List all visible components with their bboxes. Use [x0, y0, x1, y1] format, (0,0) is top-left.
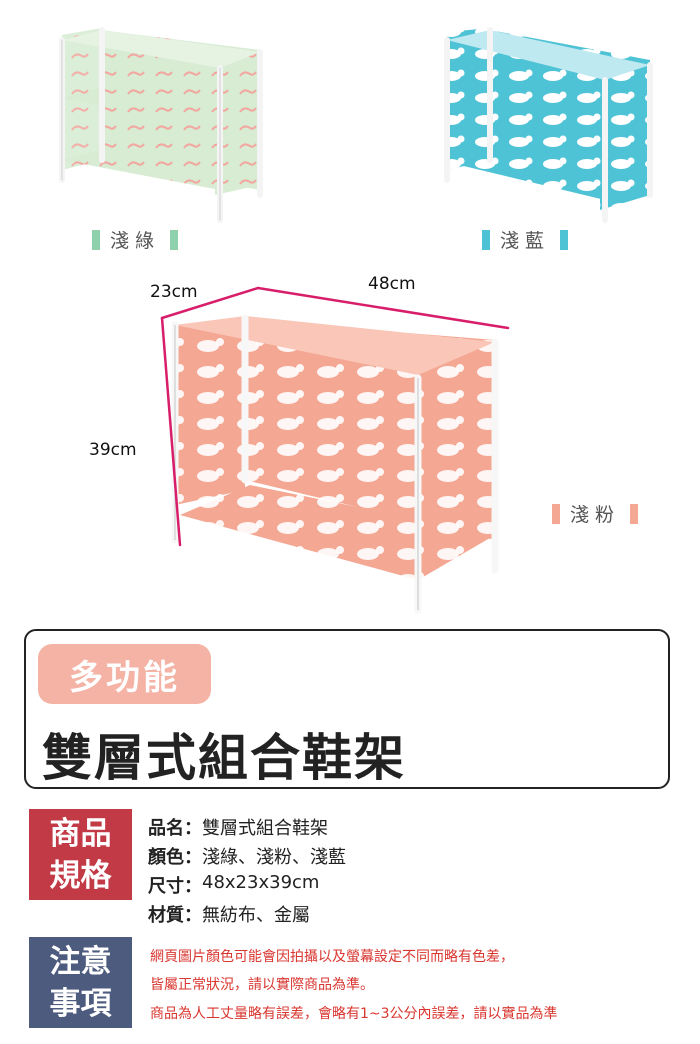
variant-label-bar [552, 503, 560, 524]
notice-line: 商品為人工丈量略有誤差，會略有1~3公分內誤差，請以實品為準 [150, 1006, 558, 1022]
variant-label-bar [482, 229, 490, 250]
spec-block: 商品 規格 [29, 809, 132, 900]
product-title: 雙層式組合鞋架 [42, 729, 406, 787]
spec-row-material: 材質：無紡布、金屬 [148, 901, 310, 927]
spec-value: 無紡布、金屬 [202, 905, 310, 926]
spec-block-line: 商品 [49, 815, 112, 852]
notice-line: 皆屬正常狀況，請以實際商品為準。 [150, 977, 374, 993]
spec-value: 48x23x39cm [202, 872, 320, 893]
dimension-depth-label: 23cm [150, 282, 198, 302]
dimension-height-label: 39cm [89, 440, 137, 460]
variant-label-bar [630, 503, 639, 524]
notice-line: 網頁圖片顏色可能會因拍攝以及螢幕設定不同而略有色差， [150, 949, 514, 965]
green-shoe-rack-image [59, 27, 263, 223]
spec-separator: ： [184, 905, 202, 926]
variant-label-bar [92, 229, 100, 250]
variant-label-pink: 淺粉 [552, 500, 639, 527]
spec-row-color: 顏色：淺綠、淺粉、淺藍 [148, 843, 346, 869]
spec-separator: ： [184, 876, 202, 897]
notice-block-line: 事項 [49, 985, 112, 1022]
variant-label-text: 淺綠 [110, 230, 161, 252]
variant-label-green: 淺綠 [92, 226, 179, 253]
spec-row-name: 品名：雙層式組合鞋架 [148, 814, 328, 840]
spec-value: 雙層式組合鞋架 [202, 818, 328, 839]
spec-row-size: 尺寸：48x23x39cm [148, 872, 319, 898]
variant-label-bar [560, 229, 569, 250]
title-panel [24, 629, 670, 789]
spec-key: 品名 [148, 818, 184, 839]
variant-label-text: 淺藍 [500, 230, 551, 252]
spec-key: 顏色 [148, 847, 184, 868]
spec-separator: ： [184, 847, 202, 868]
spec-value: 淺綠、淺粉、淺藍 [202, 847, 346, 868]
multifunction-badge: 多功能 [38, 644, 211, 704]
pink-shoe-rack-image [160, 286, 510, 614]
dimension-width-label: 48cm [368, 274, 416, 294]
spec-block-line: 規格 [49, 857, 112, 894]
spec-key: 材質 [148, 905, 184, 926]
variant-label-blue: 淺藍 [482, 226, 569, 253]
notice-block-line: 注意 [49, 943, 112, 980]
spec-key: 尺寸 [148, 876, 184, 897]
blue-shoe-rack-image [444, 27, 653, 223]
variant-label-text: 淺粉 [570, 504, 621, 526]
notice-block: 注意 事項 [29, 937, 132, 1028]
variant-label-bar [170, 229, 179, 250]
spec-separator: ： [184, 818, 202, 839]
